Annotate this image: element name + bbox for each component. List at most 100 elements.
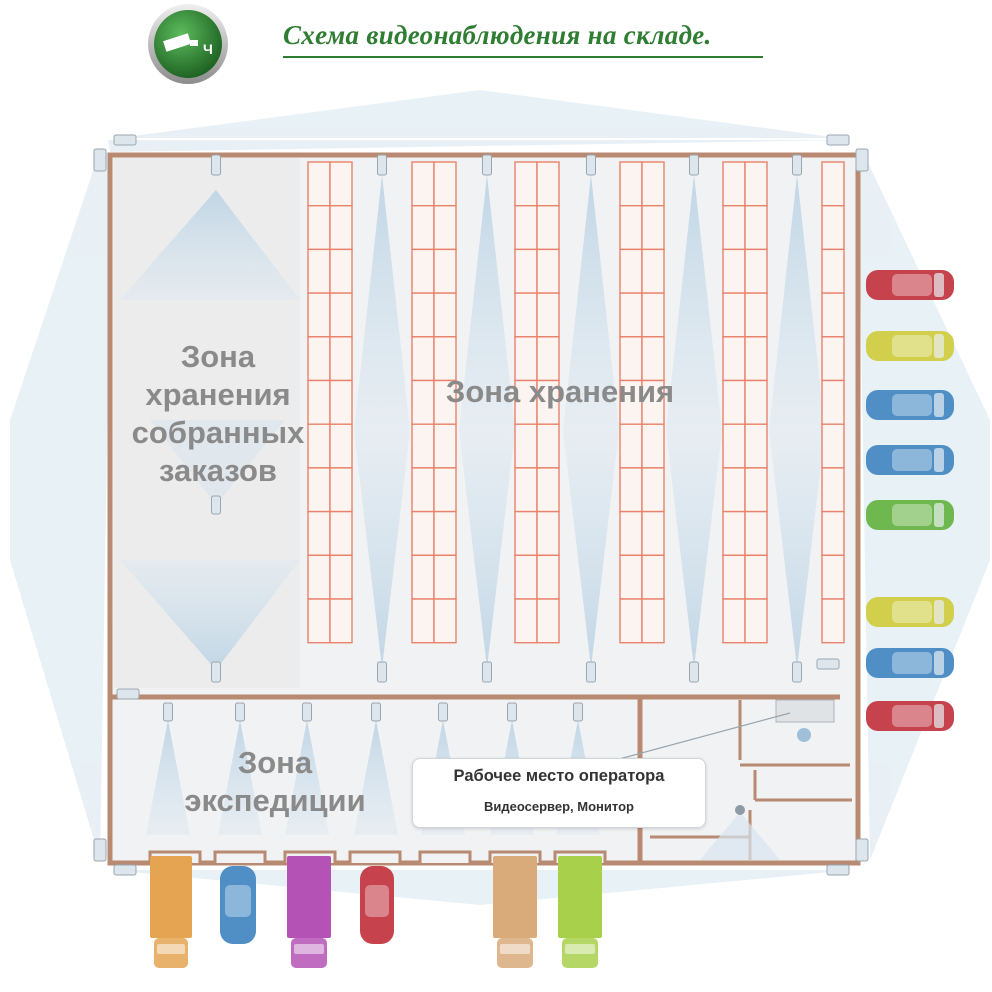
rack-cell (329, 467, 353, 513)
camera-icon (211, 661, 221, 683)
rack-cell (329, 510, 353, 557)
car-icon (866, 500, 954, 530)
rack-cell (821, 598, 845, 644)
camera-icon (792, 154, 802, 176)
camera-icon (211, 154, 221, 176)
rack-cell (722, 467, 746, 513)
rack (821, 161, 845, 644)
orders-zone-cone-mid (150, 420, 285, 505)
camera-icon (792, 661, 802, 683)
rack-cell (619, 204, 643, 251)
expedition-line-1: Зона (237, 745, 313, 780)
car-icon (866, 331, 954, 361)
rack-cell (307, 292, 331, 338)
orders-zone-line-1: Зона (180, 339, 256, 374)
rack-cell (433, 510, 457, 557)
rack-cell (619, 292, 643, 338)
walls (107, 152, 861, 866)
rack-cell (329, 336, 353, 382)
rack-cell (329, 292, 353, 338)
rack-cell (722, 554, 746, 600)
camera-icon (826, 864, 850, 876)
rack-cell (744, 204, 768, 251)
rack-cell (744, 598, 768, 644)
rack-cell (329, 161, 353, 207)
storage-camera-cones (354, 175, 825, 430)
camera-icon (482, 661, 492, 683)
rack-cell (411, 510, 435, 557)
rack-cell (619, 161, 643, 207)
storage-zone-label: Зона хранения (445, 374, 675, 409)
rack-cell (514, 467, 538, 513)
rack-cell (744, 467, 768, 513)
rack-cell (307, 161, 331, 207)
rack-cell (433, 248, 457, 294)
rack-cell (514, 554, 538, 600)
cameras (93, 134, 869, 876)
rack-cell (619, 598, 643, 644)
rack-cell (619, 467, 643, 513)
rack-cell (307, 598, 331, 644)
rack-cell (307, 554, 331, 600)
camera-cone (563, 430, 619, 668)
orders-zone-cone-up (120, 560, 300, 670)
rack-cell (744, 379, 768, 425)
camera-icon (586, 661, 596, 683)
rack-cell (821, 379, 845, 425)
video-server-icon (775, 699, 835, 723)
camera-cone (563, 175, 619, 430)
expedition-zone-label: Зона экспедиции (155, 744, 395, 820)
rack-cell (411, 467, 435, 513)
truck-icon (558, 856, 602, 968)
rack-cell (619, 554, 643, 600)
rack-cell (722, 423, 746, 469)
dome-camera-icon (735, 805, 745, 815)
camera-cone (285, 720, 329, 835)
rack-cell (641, 292, 665, 338)
rack-cell (722, 292, 746, 338)
rack (722, 161, 768, 644)
rack-cell (514, 204, 538, 251)
rack-cell (821, 510, 845, 557)
rack-cell (641, 423, 665, 469)
rack-cell (329, 554, 353, 600)
operator-title: Рабочее место оператора (453, 767, 665, 785)
truck-icon (287, 856, 331, 968)
rack-cell (433, 467, 457, 513)
rack-cell (744, 510, 768, 557)
rack-cell (821, 423, 845, 469)
rack-cell (433, 554, 457, 600)
rack-cell (329, 204, 353, 251)
camera-cone (146, 720, 190, 835)
camera-icon (377, 661, 387, 683)
camera-cone (354, 430, 410, 668)
rack-cell (536, 204, 560, 251)
rack-cell (619, 248, 643, 294)
rack-cell (722, 248, 746, 294)
orders-zone-cone (120, 190, 300, 300)
car-icon (866, 445, 954, 475)
camera-cone (459, 175, 515, 430)
rack-cell (433, 423, 457, 469)
rack-cell (514, 510, 538, 557)
rack (411, 161, 457, 644)
rack (307, 161, 353, 644)
car-icon (360, 866, 394, 944)
rack-cell (536, 510, 560, 557)
camera-icon (113, 864, 137, 876)
rack-cell (411, 598, 435, 644)
car-icon (866, 597, 954, 627)
rack-cell (411, 423, 435, 469)
operator-subtitle: Видеосервер, Монитор (484, 799, 634, 814)
rack-cell (536, 161, 560, 207)
rack-cell (307, 510, 331, 557)
rack-cell (722, 510, 746, 557)
camera-icon (816, 658, 840, 670)
rack-cell (514, 248, 538, 294)
camera-icon (482, 154, 492, 176)
rack-cell (536, 598, 560, 644)
rack-cell (329, 379, 353, 425)
rack-cell (821, 161, 845, 207)
rack-cell (536, 467, 560, 513)
cctv-camera-icon: Ч (148, 4, 228, 84)
